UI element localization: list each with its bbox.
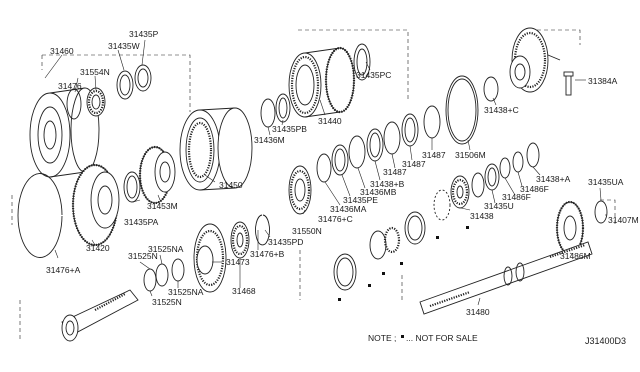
label-31438A: 31438+A [536, 174, 571, 184]
footer-note: NOTE ; ... NOT FOR SALE [368, 333, 478, 343]
label-31438C: 31438+C [484, 105, 519, 115]
label-31384A: 31384A [588, 76, 618, 86]
leader-lines [44, 39, 607, 306]
label-31435PA: 31435PA [124, 217, 159, 227]
label-31435U: 31435U [484, 201, 514, 211]
label-31476B: 31476+B [250, 249, 285, 259]
ring-31435P [134, 64, 152, 92]
label-31525NA-bot: 31525NA [168, 287, 204, 297]
group-frames [11, 29, 616, 340]
label-31420: 31420 [86, 243, 110, 253]
ring-31407M [594, 200, 608, 224]
ring-31525NA-b [171, 258, 185, 282]
not-for-sale-markers [338, 226, 469, 338]
label-31487-a: 31487 [422, 150, 446, 160]
label-31440: 31440 [318, 116, 342, 126]
label-31486M: 31486M [560, 251, 591, 261]
label-31486F-a: 31486F [520, 184, 549, 194]
label-31476: 31476 [58, 81, 82, 91]
label-31435UA: 31435UA [588, 177, 624, 187]
label-31506M: 31506M [455, 150, 486, 160]
ring-stack-lower [333, 211, 426, 291]
label-31438B: 31438+B [370, 179, 405, 189]
ring-31506M [445, 75, 479, 145]
label-31476C: 31476+C [318, 214, 353, 224]
washer-31435W [116, 70, 134, 100]
label-31436M: 31436M [254, 135, 285, 145]
label-31436MB: 31436MB [360, 187, 397, 197]
label-31473: 31473 [226, 257, 250, 267]
gear-31453M [138, 145, 176, 205]
ring-31438-dash [433, 189, 451, 221]
bearing-31438 [450, 175, 470, 209]
label-31435PB: 31435PB [272, 124, 307, 134]
diagram-code: J31400D3 [585, 336, 626, 346]
label-31476A: 31476+A [46, 265, 81, 275]
label-31460: 31460 [50, 46, 74, 56]
ring-stack-31438A [471, 142, 540, 198]
gear-31486M [555, 200, 585, 256]
ring-31476A [17, 173, 63, 258]
label-31450: 31450 [219, 180, 243, 190]
label-31453M: 31453M [147, 201, 178, 211]
ring-31435PC [353, 43, 371, 81]
frame-31460-top [42, 54, 191, 112]
ring-31525NA-a [155, 263, 169, 287]
drum-31450 [179, 107, 253, 191]
bearing-31468 [230, 221, 250, 259]
label-31554N: 31554N [80, 67, 110, 77]
ring-31525N-a [143, 268, 157, 292]
ring-31435PB [275, 93, 291, 123]
label-31407M: 31407M [608, 215, 639, 225]
frame-31440-top [298, 29, 409, 100]
bearing-31550N [288, 165, 312, 215]
label-31480: 31480 [466, 307, 490, 317]
label-31435PE: 31435PE [343, 195, 378, 205]
gear-31420 [71, 163, 120, 247]
label-31525NA-top: 31525NA [148, 244, 184, 254]
ring-31435PA [123, 171, 141, 203]
clutch-drum-31440 [288, 46, 356, 118]
shaft-31480 [419, 241, 593, 315]
ring-31476 [66, 88, 82, 120]
label-31435PD: 31435PD [268, 237, 303, 247]
part-labels: 31460 31435W 31435P 31554N 31476 31440 3… [46, 29, 639, 317]
label-31435P: 31435P [129, 29, 159, 39]
label-31525N-top: 31525N [128, 251, 158, 261]
note-prefix: NOTE ; [368, 333, 396, 343]
bolt-icon [563, 71, 574, 96]
shaft-left [61, 289, 139, 342]
label-31487-b: 31487 [402, 159, 426, 169]
label-31550N: 31550N [292, 226, 322, 236]
label-31487-c: 31487 [383, 167, 407, 177]
housing-31384A [509, 27, 561, 93]
label-31438: 31438 [470, 211, 494, 221]
label-31525N-bot: 31525N [152, 297, 182, 307]
note-text: ... NOT FOR SALE [406, 333, 478, 343]
ring-31436M [260, 98, 276, 128]
frame-31407-right [600, 199, 616, 225]
label-31486F-b: 31486F [502, 192, 531, 202]
label-31435W: 31435W [108, 41, 140, 51]
gear-31473 [193, 223, 227, 293]
label-31435PC: 31435PC [356, 70, 391, 80]
frame-31384-top [530, 29, 581, 45]
ring-31476B [255, 214, 270, 246]
ring-31438C [483, 76, 499, 102]
label-31436MA: 31436MA [330, 204, 367, 214]
bearing-31554N [86, 87, 106, 117]
label-31468: 31468 [232, 286, 256, 296]
